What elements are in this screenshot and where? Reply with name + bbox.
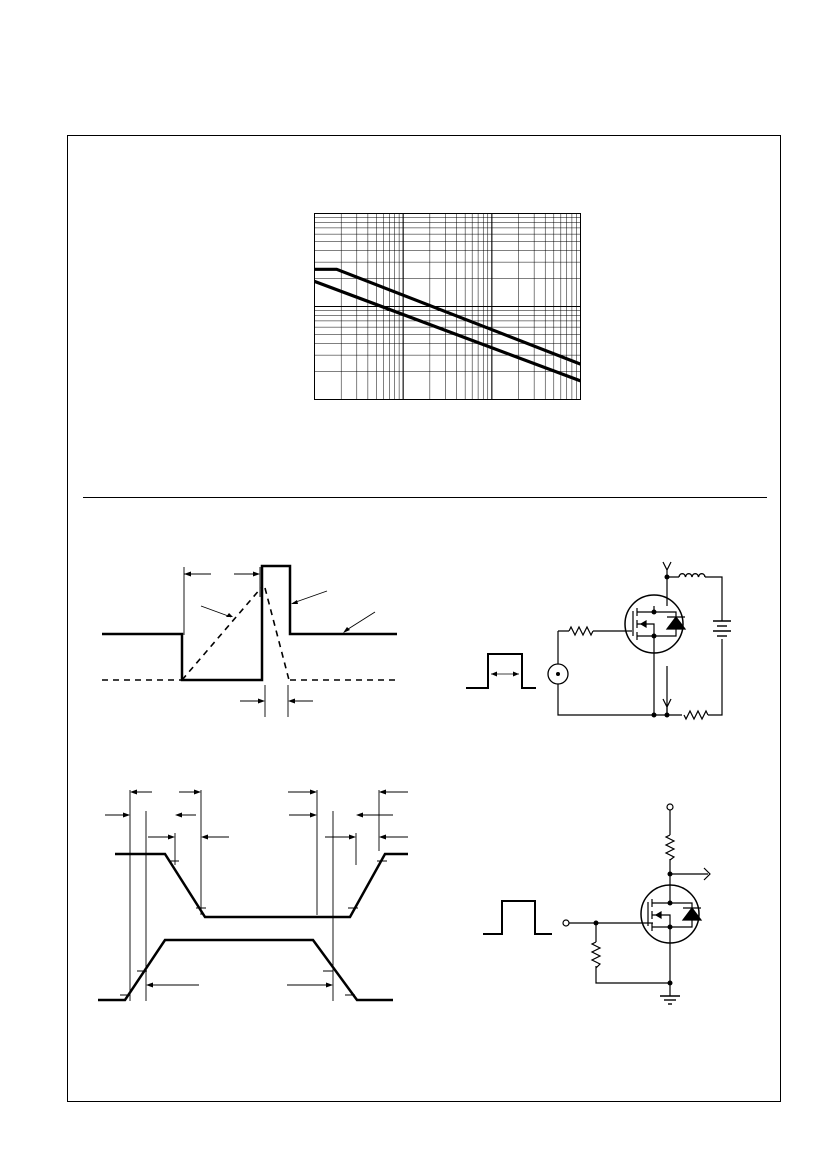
- page-frame: [67, 135, 781, 1102]
- switching-test-circuit: [483, 803, 711, 1005]
- gate-resistor: [590, 941, 602, 969]
- arrowhead: [326, 982, 333, 988]
- output-voltage-trace: [115, 852, 408, 919]
- load-resistor: [664, 834, 676, 861]
- arrowhead: [201, 834, 208, 840]
- arrowhead: [356, 812, 363, 818]
- wire: [569, 922, 670, 984]
- junction-dot: [667, 900, 673, 906]
- leader-line-3: [344, 611, 376, 632]
- arrowhead: [291, 600, 298, 604]
- arrowhead: [349, 834, 356, 840]
- arrowhead: [343, 627, 350, 633]
- input-terminal: [562, 919, 570, 927]
- arrowhead: [513, 671, 519, 677]
- arrowhead: [184, 571, 191, 577]
- timing-reference-lines: [129, 790, 380, 1001]
- arrowhead: [310, 812, 317, 818]
- pulse-source: [547, 663, 569, 685]
- arrowhead: [146, 982, 153, 988]
- junction-dot: [651, 609, 657, 615]
- junction-dot: [664, 574, 670, 580]
- unclamped-waveform: [102, 564, 397, 717]
- arrowhead: [379, 834, 386, 840]
- wire: [667, 576, 723, 716]
- battery: [713, 620, 731, 637]
- ground-symbol: [660, 995, 680, 1005]
- arrowhead: [123, 812, 130, 818]
- dimension-line-top: [183, 567, 261, 635]
- arrowhead: [310, 789, 317, 795]
- waveform-gate-trace: [102, 564, 397, 682]
- arrowhead: [491, 671, 497, 677]
- unclamped-test-circuit: [466, 561, 731, 721]
- inductor: [678, 573, 706, 578]
- input-pulse-trace: [98, 938, 393, 1002]
- timing-arrow-lines: [105, 791, 408, 986]
- junction-dot: [593, 920, 599, 926]
- level-ticks: [120, 860, 387, 996]
- log-log-chart: [313, 213, 582, 400]
- leader-line-2: [292, 590, 328, 604]
- wire: [557, 631, 667, 716]
- arrowhead: [253, 571, 260, 577]
- junction-dot: [667, 980, 673, 986]
- pulse-waveform: [466, 653, 536, 689]
- arrowhead: [226, 613, 233, 617]
- junction-dot: [651, 633, 657, 639]
- junction-dot: [667, 924, 673, 930]
- arrowhead: [175, 812, 182, 818]
- junction-dot: [667, 871, 673, 877]
- mosfet-symbol: [624, 594, 687, 654]
- arrowhead: [130, 789, 137, 795]
- leader-line-1: [200, 605, 232, 618]
- chart-series-line-1: [314, 267, 582, 366]
- arrowhead: [258, 698, 265, 704]
- arrowhead: [194, 789, 201, 795]
- waveform-ramp-dashed: [181, 587, 290, 681]
- mosfet-symbol: [640, 884, 703, 960]
- arrowhead: [168, 834, 175, 840]
- switching-waveform: [98, 789, 408, 1002]
- gate-resistor: [568, 625, 594, 637]
- sense-resistor: [683, 709, 709, 721]
- chart-grid: [314, 213, 581, 400]
- junction-dot: [664, 712, 670, 718]
- chart-series: [313, 267, 582, 383]
- supply-terminal: [666, 803, 674, 811]
- arrowhead: [379, 789, 386, 795]
- section-divider: [83, 497, 767, 498]
- arrowhead: [288, 698, 295, 704]
- pulse-waveform: [483, 900, 552, 935]
- dimension-line-bottom: [240, 685, 313, 717]
- output-terminal-mark: [703, 867, 711, 881]
- chart-series-line-2: [313, 279, 582, 383]
